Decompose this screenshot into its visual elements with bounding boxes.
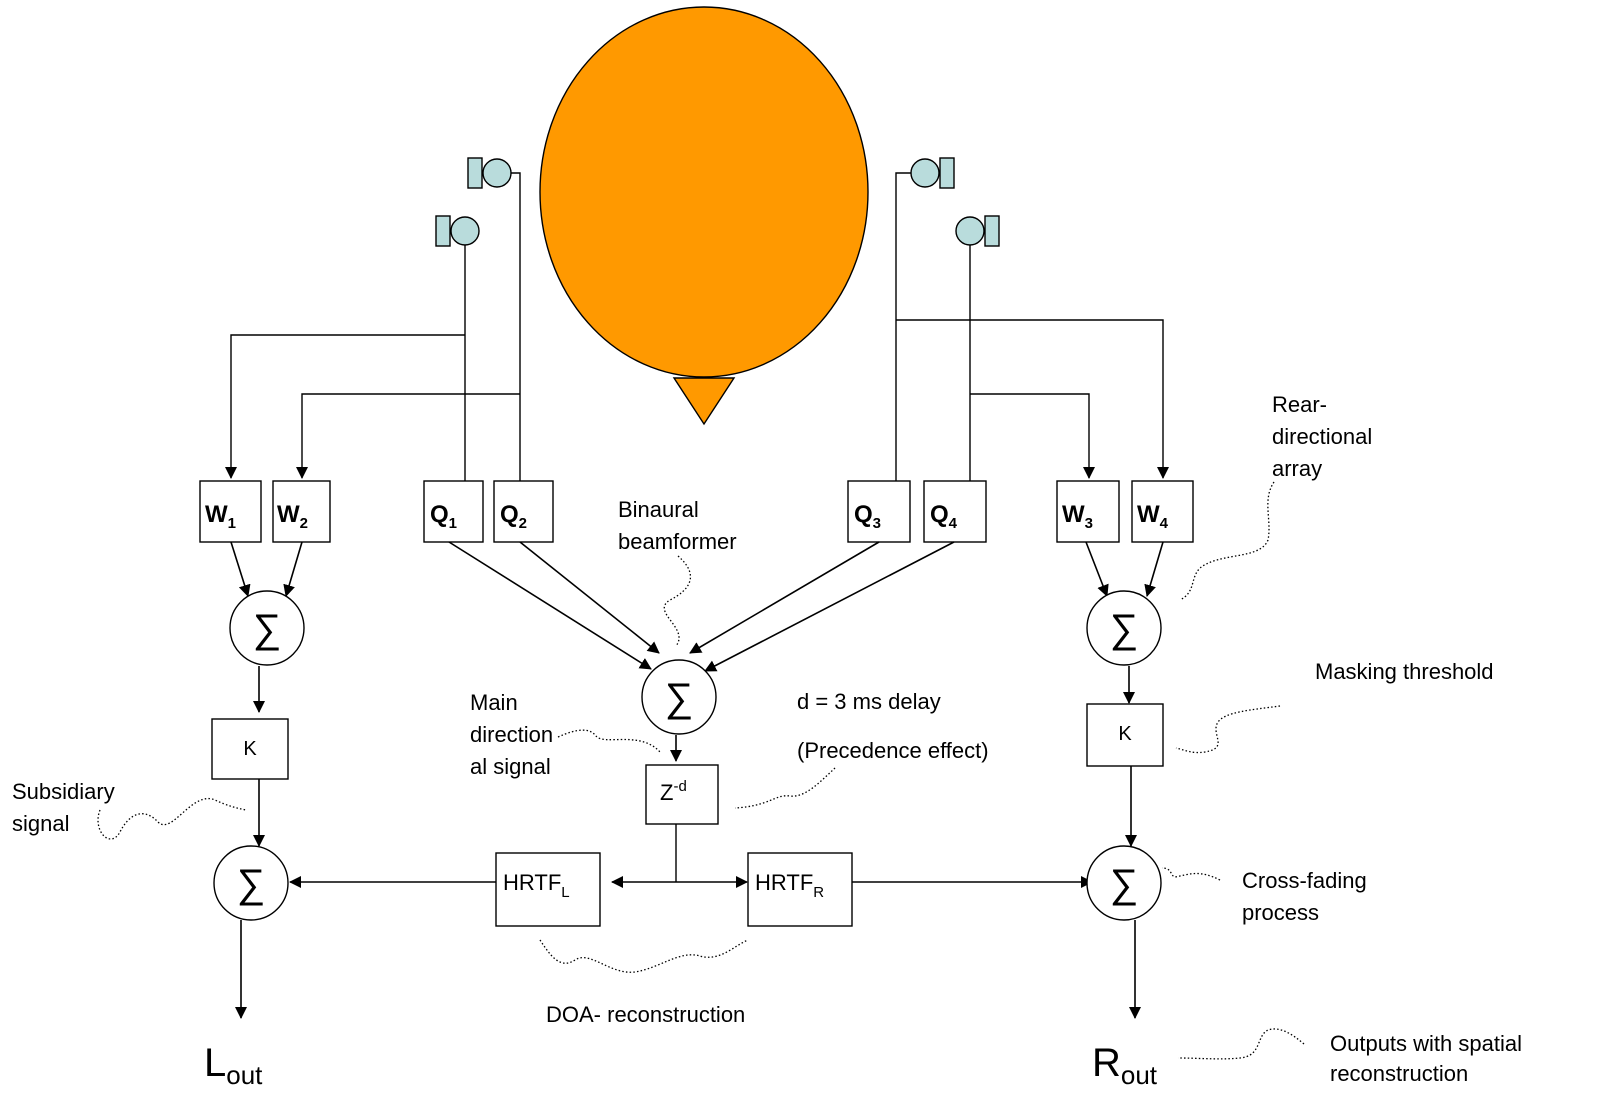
k-block-left: K	[211, 718, 289, 780]
q2-block: Q2	[493, 480, 554, 543]
svg-text:Q1: Q1	[430, 501, 457, 532]
signal-arrows	[230, 541, 1164, 1019]
head	[539, 6, 869, 426]
microphone-1	[435, 215, 480, 247]
q1-block: Q1	[423, 480, 484, 543]
svg-text:W1: W1	[205, 501, 236, 532]
svg-text:directional: directional	[1272, 424, 1372, 449]
svg-text:Z-d: Z-d	[660, 778, 687, 805]
output-right: Rout	[1092, 1041, 1158, 1090]
delay-block: Z-d	[645, 764, 719, 825]
svg-text:K: K	[1118, 723, 1132, 745]
svg-text:direction: direction	[470, 722, 553, 747]
svg-text:process: process	[1242, 900, 1319, 925]
svg-text:W3: W3	[1062, 501, 1093, 532]
sum-node-right-bottom: ∑	[1086, 845, 1162, 921]
svg-text:Q3: Q3	[854, 501, 881, 532]
svg-text:∑: ∑	[1110, 607, 1139, 651]
svg-text:Lout: Lout	[204, 1041, 263, 1090]
svg-text:HRTFR: HRTFR	[755, 870, 824, 901]
svg-text:Binaural: Binaural	[618, 497, 699, 522]
svg-text:Q4: Q4	[930, 501, 958, 532]
annotation-main-directional-signal: Main direction al signal	[470, 690, 553, 779]
annotation-cross-fading: Cross-fading process	[1242, 868, 1367, 925]
w4-block: W4	[1131, 480, 1194, 543]
sum-node-center: ∑	[641, 659, 717, 735]
svg-text:Rear-: Rear-	[1272, 392, 1327, 417]
svg-text:∑: ∑	[237, 862, 266, 906]
annotation-delay: d = 3 ms delay (Precedence effect)	[797, 689, 989, 763]
svg-text:K: K	[243, 738, 257, 760]
mic-wiring	[225, 172, 1169, 487]
q3-block: Q3	[847, 480, 911, 543]
hrtf-left-block: HRTFL	[495, 852, 601, 927]
annotation-leaders	[97, 481, 1305, 1060]
w2-block: W2	[272, 480, 331, 543]
svg-text:W2: W2	[277, 501, 308, 532]
microphone-3	[910, 157, 955, 189]
svg-text:Masking threshold: Masking threshold	[1315, 659, 1494, 684]
svg-text:Subsidiary: Subsidiary	[12, 779, 115, 804]
svg-text:Outputs with spatial: Outputs with spatial	[1330, 1031, 1522, 1056]
annotation-subsidiary-signal: Subsidiary signal	[12, 779, 115, 836]
svg-text:signal: signal	[12, 811, 69, 836]
svg-text:∑: ∑	[253, 607, 282, 651]
annotation-masking-threshold: Masking threshold	[1315, 659, 1494, 684]
svg-text:Cross-fading: Cross-fading	[1242, 868, 1367, 893]
microphone-4	[955, 215, 1000, 247]
svg-text:W4: W4	[1137, 501, 1169, 532]
svg-text:(Precedence effect): (Precedence effect)	[797, 738, 989, 763]
q4-block: Q4	[923, 480, 987, 543]
annotation-doa-reconstruction: DOA- reconstruction	[546, 1002, 745, 1027]
annotation-outputs-spatial: Outputs with spatial reconstruction	[1330, 1031, 1522, 1086]
svg-text:HRTFL: HRTFL	[503, 870, 570, 901]
svg-text:al signal: al signal	[470, 754, 551, 779]
svg-text:Main: Main	[470, 690, 518, 715]
annotation-binaural-beamformer: Binaural beamformer	[618, 497, 737, 554]
head-circle	[539, 6, 869, 378]
output-left: Lout	[204, 1041, 263, 1090]
svg-text:Rout: Rout	[1092, 1041, 1158, 1090]
svg-text:d = 3 ms delay: d = 3 ms delay	[797, 689, 941, 714]
sum-node-left-top: ∑	[229, 590, 305, 666]
microphone-2	[467, 157, 512, 189]
sum-node-right-top: ∑	[1086, 590, 1162, 666]
k-block-right: K	[1086, 703, 1164, 767]
sum-node-left-bottom: ∑	[213, 845, 289, 921]
svg-text:reconstruction: reconstruction	[1330, 1061, 1468, 1086]
svg-text:Q2: Q2	[500, 501, 527, 532]
w3-block: W3	[1056, 480, 1120, 543]
svg-text:array: array	[1272, 456, 1322, 481]
w1-block: W1	[199, 480, 262, 543]
svg-text:beamformer: beamformer	[618, 529, 737, 554]
svg-text:DOA- reconstruction: DOA- reconstruction	[546, 1002, 745, 1027]
svg-text:∑: ∑	[1110, 862, 1139, 906]
svg-text:∑: ∑	[665, 676, 694, 720]
nose	[672, 377, 736, 426]
annotation-rear-directional-array: Rear- directional array	[1272, 392, 1372, 481]
hrtf-right-block: HRTFR	[747, 852, 853, 927]
